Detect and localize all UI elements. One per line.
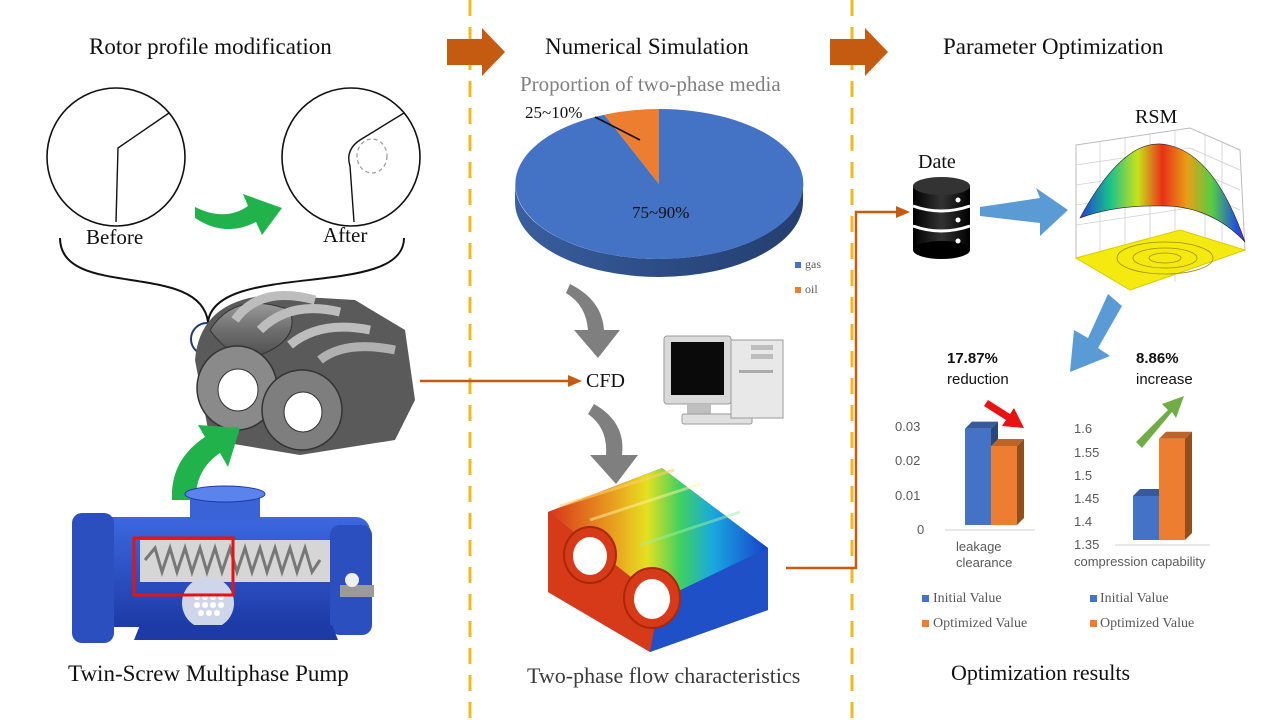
computer-icon (663, 335, 784, 425)
twin-screw-rotor-image (195, 291, 415, 455)
chart2-annotation-percent: 8.86% (1136, 350, 1179, 367)
chart1-annotation-percent: 17.87% (947, 350, 998, 367)
chart2-annotation-word: increase (1136, 371, 1193, 388)
legend1-optimized-label: Optimized Value (933, 616, 1028, 631)
pie-chart (515, 108, 804, 277)
flow-arrow-head-2 (896, 206, 910, 218)
legend2-swatch-optimized (1090, 620, 1097, 627)
chart2-ytick: 1.6 (1074, 421, 1093, 436)
gray-curved-arrow-icon (566, 284, 620, 358)
chart2-ytick: 1.35 (1074, 537, 1100, 552)
red-down-arrow-icon (984, 400, 1024, 428)
simulation-section-title: Numerical Simulation (545, 34, 749, 59)
green-up-arrow-icon (171, 425, 240, 500)
bracket-connector (59, 237, 405, 323)
legend-label-gas: gas (805, 257, 821, 271)
optimization-section-title: Parameter Optimization (943, 34, 1164, 59)
pie-label-leader (594, 116, 641, 141)
date-label: Date (918, 151, 956, 173)
chart1-ytick: 0.01 (895, 488, 921, 503)
chart1-ytick: 0 (917, 522, 925, 537)
pie-chart-title: Proportion of two-phase media (520, 72, 781, 96)
after-rotor-diagram (281, 87, 421, 227)
chart1-ytick: 0.03 (895, 419, 921, 434)
legend-swatch-gas (795, 262, 801, 268)
chart2-ytick: 1.4 (1074, 514, 1093, 529)
legend-swatch-oil (795, 287, 801, 293)
cfd-label: CFD (586, 370, 625, 392)
arrow-right-icon-2 (830, 28, 888, 76)
legend1-initial-label: Initial Value (933, 591, 1002, 606)
pie-label-gas: 75~90% (632, 203, 690, 222)
flow-arrow-to-data (786, 210, 898, 570)
legend2-swatch-initial (1090, 595, 1097, 602)
leakage-bar-chart (945, 421, 1035, 531)
arrow-right-icon (447, 28, 505, 76)
pump-label: Twin-Screw Multiphase Pump (68, 661, 349, 686)
legend2-initial-label: Initial Value (1100, 591, 1169, 606)
legend1-swatch-optimized (922, 620, 929, 627)
rotor-section-title: Rotor profile modification (89, 34, 332, 59)
chart1-ytick: 0.02 (895, 453, 921, 468)
blue-down-arrow-icon (1070, 294, 1122, 372)
multiphase-pump-image (72, 485, 374, 643)
legend2-optimized-label: Optimized Value (1100, 616, 1195, 631)
green-curved-arrow-icon (195, 194, 282, 235)
database-icon (912, 177, 971, 259)
flow-arrow-head (568, 375, 582, 387)
chart2-ytick: 1.45 (1074, 491, 1100, 506)
rsm-label: RSM (1135, 106, 1178, 128)
chart2-xlabel: compression capability (1074, 554, 1206, 569)
legend1-swatch-initial (922, 595, 929, 602)
optimization-results-label: Optimization results (951, 660, 1131, 685)
before-label: Before (86, 225, 144, 249)
chart1-bars-bar-1 (991, 438, 1024, 525)
pie-label-oil: 25~10% (525, 103, 583, 122)
chart2-ytick: 1.55 (1074, 445, 1100, 460)
rsm-surface-plot (1074, 127, 1247, 291)
cfd-result-image (548, 468, 768, 652)
green-up-right-arrow-icon (1136, 396, 1184, 448)
chart1-xlabel: leakage clearance (956, 539, 1013, 570)
chart2-bars-bar-1 (1159, 431, 1192, 540)
before-rotor-diagram (46, 87, 186, 227)
flow-characteristics-label: Two-phase flow characteristics (527, 663, 801, 688)
chart2-ytick: 1.5 (1074, 468, 1093, 483)
legend-label-oil: oil (805, 282, 818, 296)
chart1-annotation-word: reduction (947, 371, 1009, 388)
after-label: After (323, 223, 368, 247)
blue-right-arrow-icon (980, 188, 1068, 236)
gray-curved-arrow-icon-2 (588, 404, 638, 484)
compression-bar-chart (1115, 431, 1210, 546)
